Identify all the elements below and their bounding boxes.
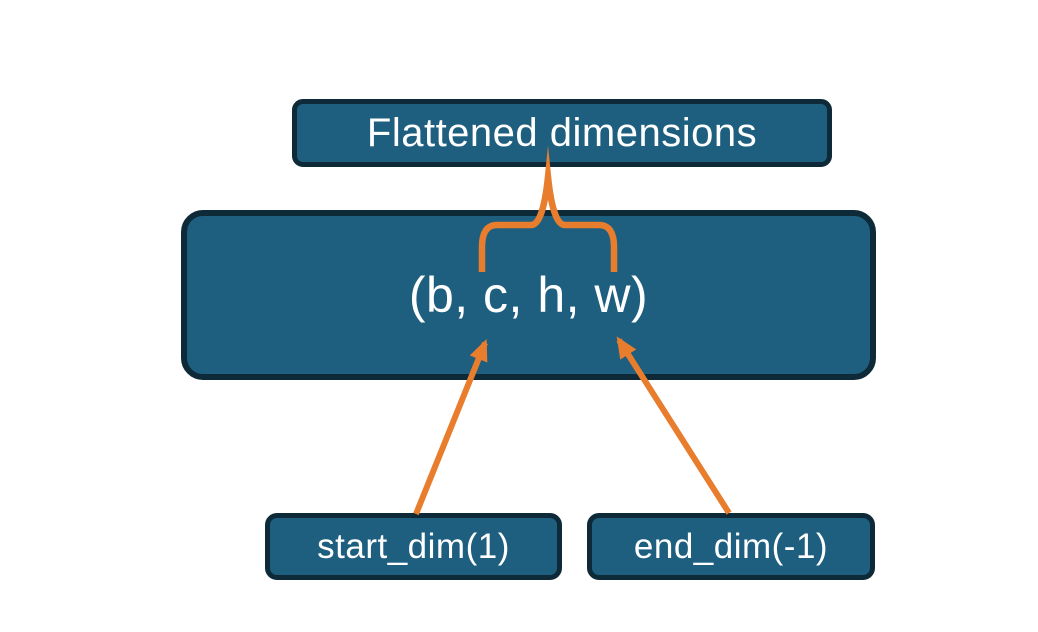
end-dim-box: end_dim(-1) <box>587 513 875 580</box>
end-dim-text: end_dim(-1) <box>633 526 829 566</box>
tensor-shape-text: (b, c, h, w) <box>408 267 649 323</box>
start-dim-text: start_dim(1) <box>317 526 510 566</box>
start-dim-box: start_dim(1) <box>265 513 562 580</box>
flattened-dimensions-label: Flattened dimensions <box>292 99 832 167</box>
flattened-dimensions-text: Flattened dimensions <box>366 110 758 155</box>
tensor-shape-box: (b, c, h, w) <box>181 210 876 380</box>
